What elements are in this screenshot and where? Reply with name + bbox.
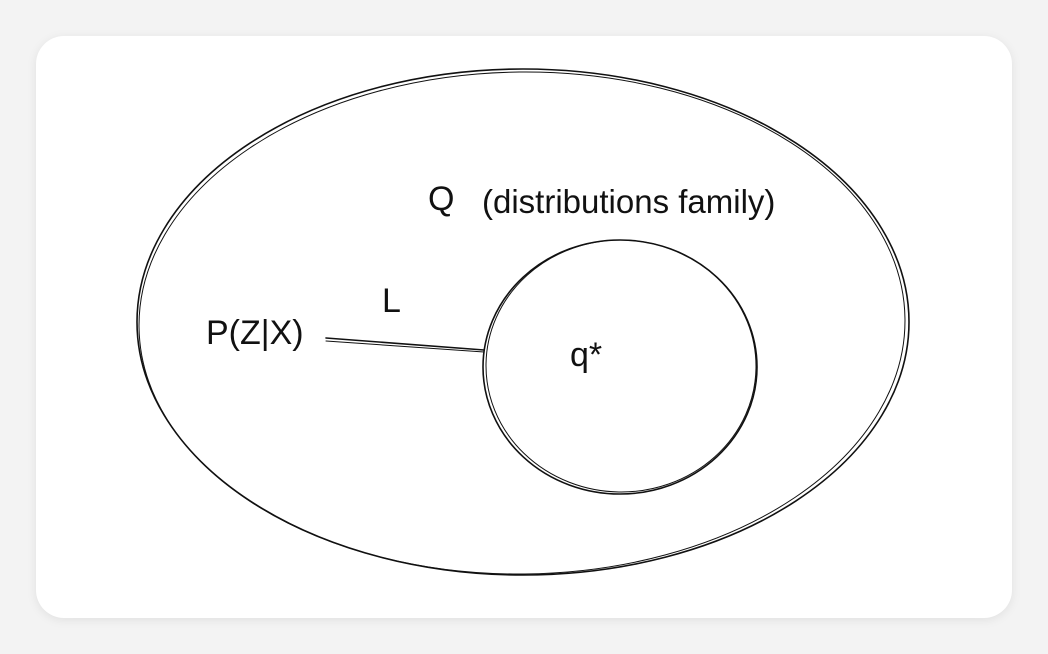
true-posterior-label: P(Z|X) bbox=[206, 314, 304, 352]
optimal-distribution-label: q* bbox=[570, 336, 603, 374]
outer-set-label: Q bbox=[428, 180, 455, 218]
diagram-canvas bbox=[36, 36, 1012, 618]
kl-distance-line bbox=[325, 337, 485, 351]
outer-set-description: (distributions family) bbox=[482, 183, 776, 220]
outer-ellipse-sketch bbox=[138, 71, 906, 575]
distance-label: L bbox=[382, 282, 401, 320]
outer-ellipse bbox=[136, 68, 910, 576]
inner-circle-sketch bbox=[485, 239, 757, 493]
kl-distance-line-sketch bbox=[325, 340, 485, 353]
